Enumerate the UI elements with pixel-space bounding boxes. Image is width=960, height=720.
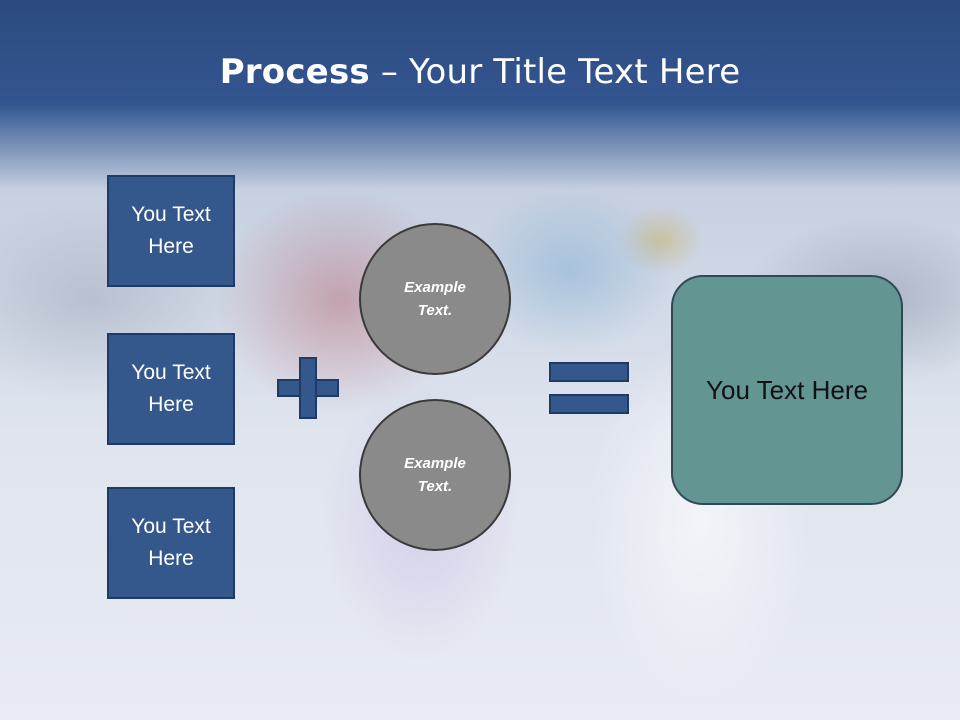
example-circle-1[interactable]: Example Text. [359, 223, 511, 375]
title-rest-text: – Your Title Text Here [369, 52, 741, 92]
text-box-1[interactable]: You Text Here [107, 175, 235, 287]
text-box-label: You Text Here [131, 515, 211, 570]
text-box-label: You Text Here [131, 361, 211, 416]
example-circle-2[interactable]: Example Text. [359, 399, 511, 551]
circle-label: Example Text. [404, 279, 466, 319]
text-box-label: You Text Here [131, 203, 211, 258]
title-bold-text: Process [219, 52, 370, 92]
text-box-3[interactable]: You Text Here [107, 487, 235, 599]
circle-label: Example Text. [404, 455, 466, 495]
equals-icon [549, 362, 629, 414]
title-band [0, 0, 960, 190]
plus-icon [277, 357, 339, 419]
result-label: You Text Here [706, 374, 868, 405]
slide-title[interactable]: Process – Your Title Text Here [0, 52, 960, 92]
result-box[interactable]: You Text Here [671, 275, 903, 505]
text-box-2[interactable]: You Text Here [107, 333, 235, 445]
